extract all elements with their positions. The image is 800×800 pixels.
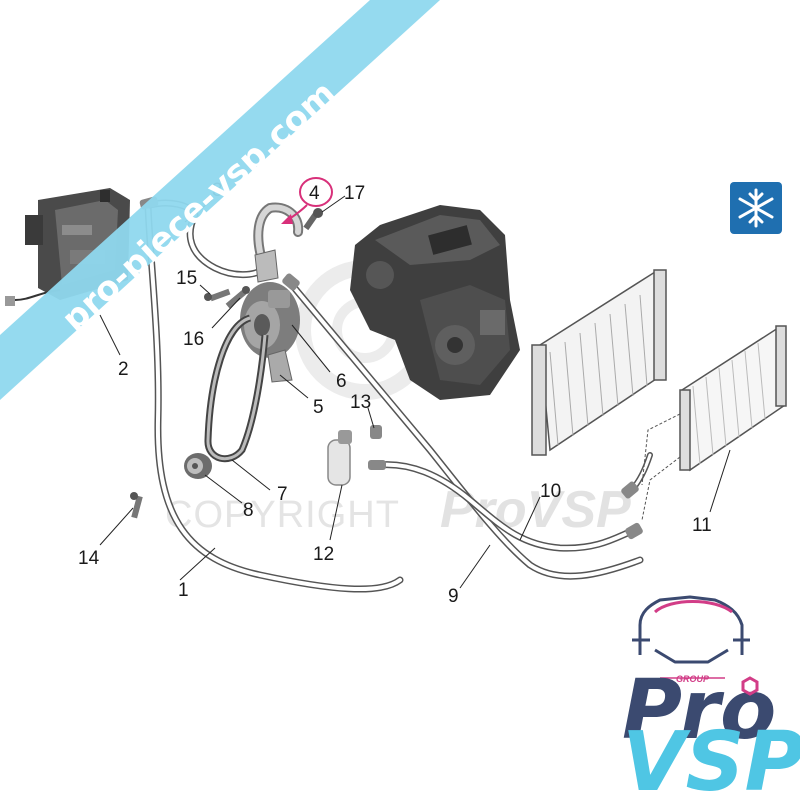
callout-5: 5 <box>313 397 324 418</box>
provsp-logo: GROUP Pro VSP <box>622 595 800 800</box>
callout-7: 7 <box>277 484 288 505</box>
copyright-brand: ProVSP <box>440 481 631 539</box>
snowflake-icon <box>730 182 782 234</box>
callout-15: 15 <box>176 268 197 289</box>
callout-6: 6 <box>336 371 347 392</box>
callout-9: 9 <box>448 586 459 607</box>
bracket <box>253 202 304 283</box>
bolt-14 <box>130 492 143 519</box>
bolt-16 <box>225 286 250 309</box>
callout-14: 14 <box>78 548 100 569</box>
highlight-ring <box>299 177 333 207</box>
callout-4: 4 <box>309 183 320 204</box>
logo-group-text: GROUP <box>676 674 710 684</box>
logo-vsp-text: VSP <box>622 715 800 800</box>
dryer <box>327 430 352 486</box>
copyright-text: COPYRIGHT <box>165 494 400 536</box>
condenser <box>641 325 787 521</box>
callout-17: 17 <box>344 183 365 204</box>
callout-10: 10 <box>540 481 561 502</box>
callout-16: 16 <box>183 329 204 350</box>
callout-12: 12 <box>313 544 334 565</box>
copyright-watermark: COPYRIGHT ProVSP <box>165 260 631 539</box>
callout-11: 11 <box>692 515 712 536</box>
bolt-15 <box>204 288 231 302</box>
engine <box>350 205 520 400</box>
highlight-arrow <box>281 177 333 224</box>
pulley <box>184 453 212 479</box>
drive-belt <box>204 314 269 463</box>
callout-2: 2 <box>118 359 129 380</box>
bolt-17 <box>303 208 323 231</box>
callout-13: 13 <box>350 392 371 413</box>
hoses <box>139 196 653 593</box>
bracket-5 <box>267 349 293 383</box>
callout-1: 1 <box>178 580 189 601</box>
radiator <box>531 269 667 456</box>
callout-8: 8 <box>243 500 254 521</box>
compressor <box>240 282 300 358</box>
